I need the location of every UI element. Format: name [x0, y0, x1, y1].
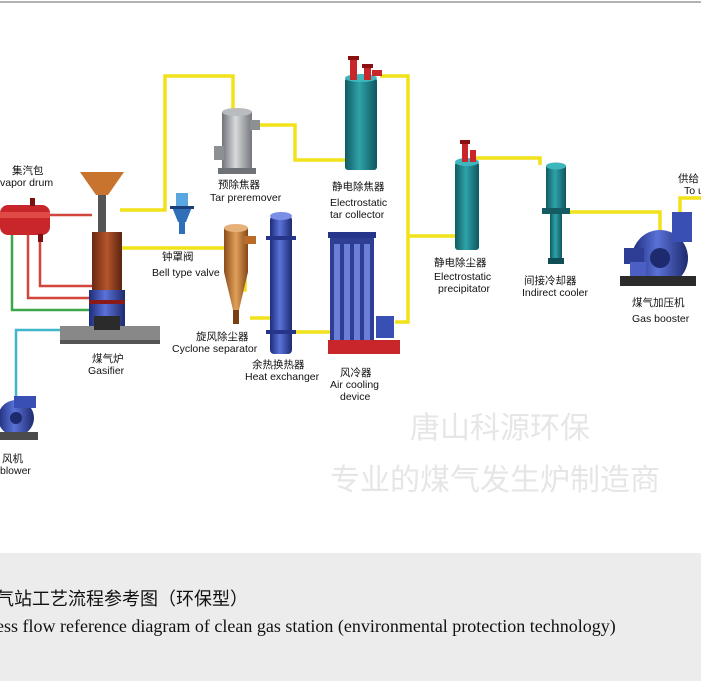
vapor-drum-label-en: vapor drum [0, 177, 53, 189]
precipitator-label-en1: Electrostatic [434, 271, 491, 283]
yellow-pipe [476, 156, 542, 165]
supply-label-zh: 供给 [678, 172, 699, 185]
watermark-line2: 专业的煤气发生炉制造商 [330, 463, 660, 498]
heat-exchanger-label-zh: 余热换热器 [252, 358, 305, 371]
tar-preremover-label-en: Tar preremover [210, 192, 282, 204]
tar-collector-label-en2: tar collector [330, 209, 385, 221]
indirect-cooler-label-en: Indirect cooler [522, 287, 588, 299]
bell-valve-label-zh: 钟罩阀 [162, 250, 194, 263]
green-pipe [10, 222, 92, 312]
tar-collector-label-en1: Electrostatic [330, 197, 387, 209]
air-cooling-device [328, 232, 400, 354]
yellow-pipe [260, 123, 345, 162]
red-pipe [26, 222, 92, 300]
yellow-pipe [380, 74, 410, 324]
gas-booster-label-en: Gas booster [632, 313, 690, 325]
vapor-drum [0, 198, 50, 242]
gasifier-label-en: Gasifier [88, 365, 125, 377]
heat-exchanger [266, 212, 296, 354]
caption-title-en: ess flow reference diagram of clean gas … [0, 616, 616, 636]
air-cooling-label-en2: device [340, 391, 371, 403]
electrostatic-precipitator [455, 140, 479, 250]
supply-label-en: To u [684, 185, 701, 197]
cyclone-label-zh: 旋风除尘器 [196, 330, 249, 343]
caption-area [0, 553, 701, 681]
vapor-drum-label-zh: 集汽包 [12, 164, 44, 177]
bell-valve-label-en: Bell type valve [152, 267, 220, 279]
air-cooling-label-en1: Air cooling [330, 379, 379, 391]
indirect-cooler-label-zh: 间接冷却器 [524, 274, 577, 287]
indirect-cooler [542, 162, 570, 264]
caption-title-zh: 气站工艺流程参考图（环保型） [0, 589, 248, 610]
tar-preremover [214, 108, 260, 174]
gas-booster-label-zh: 煤气加压机 [632, 296, 685, 309]
bell-type-valve [170, 193, 194, 234]
air-cooling-label-zh: 风冷器 [340, 366, 372, 379]
watermark-line1: 唐山科源环保 [410, 411, 590, 446]
cyclone-label-en: Cyclone separator [172, 343, 258, 355]
process-flow-diagram: 唐山科源环保 专业的煤气发生炉制造商 集汽包 vapor drum [0, 1, 701, 498]
gasifier-label-zh: 煤气炉 [92, 352, 124, 365]
blower [0, 396, 38, 440]
yellow-pipe [120, 232, 234, 250]
yellow-pipe [120, 74, 235, 212]
tar-preremover-label-zh: 预除焦器 [218, 178, 260, 191]
gas-booster [620, 212, 696, 286]
red-pipe [38, 234, 92, 288]
cyclone-separator [224, 224, 256, 324]
tar-collector-label-zh: 静电除焦器 [332, 180, 385, 193]
electrostatic-tar-collector [345, 56, 382, 170]
heat-exchanger-label-en: Heat exchanger [245, 371, 320, 383]
gasifier [60, 172, 160, 344]
pipe-network [10, 74, 701, 400]
precipitator-label-zh: 静电除尘器 [434, 256, 487, 269]
blower-label-en: blower [0, 465, 31, 477]
precipitator-label-en2: precipitator [438, 283, 490, 295]
blower-label-zh: 风机 [2, 452, 23, 465]
